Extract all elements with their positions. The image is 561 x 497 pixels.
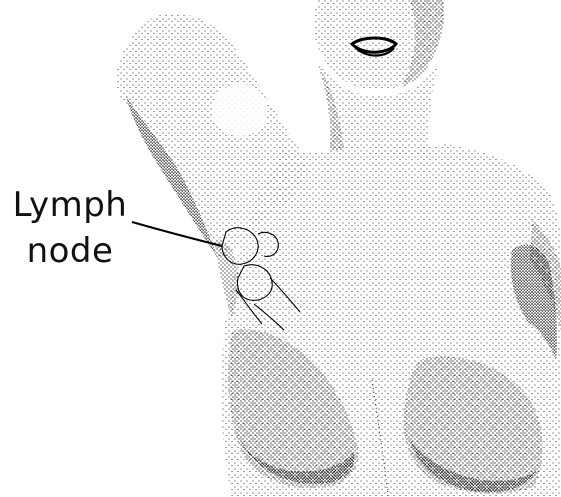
label-line-1: Lymph — [6, 182, 134, 228]
arm-highlight — [212, 84, 268, 136]
axilla-shadow — [214, 239, 238, 318]
lymph-node-label: Lymph node — [6, 182, 134, 274]
label-line-2: node — [6, 228, 134, 274]
